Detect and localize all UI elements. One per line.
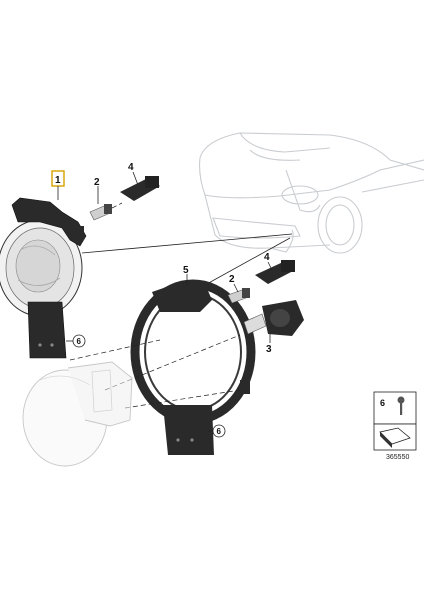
callout-4-upper[interactable]: 4: [128, 162, 134, 173]
callout-1[interactable]: 1: [55, 175, 61, 186]
callout-3[interactable]: 3: [266, 344, 272, 355]
svg-text:6: 6: [217, 427, 222, 436]
car-front-outline: [199, 132, 424, 254]
legend-box: 6: [373, 391, 417, 451]
callout-2-lower[interactable]: 2: [229, 274, 235, 285]
callout-4-lower[interactable]: 4: [264, 252, 270, 263]
fog-lamp-part-1: [0, 197, 87, 359]
bulb-part-2-upper: [89, 204, 112, 221]
callout-6-circled-upper[interactable]: 6: [72, 334, 86, 348]
fog-lamp-faded: [22, 361, 133, 467]
callout-2-upper[interactable]: 2: [94, 177, 100, 188]
svg-text:6: 6: [77, 337, 82, 346]
callout-6-circled-lower[interactable]: 6: [212, 424, 226, 438]
bulb-part-2-lower: [227, 288, 250, 304]
location-leader-line-2: [204, 237, 291, 286]
callout-5[interactable]: 5: [183, 265, 189, 276]
screw-icon: [397, 396, 405, 415]
bracket-part-5: [130, 279, 256, 455]
diagram-id: 365550: [386, 454, 409, 461]
connector-part-4-lower: [255, 260, 295, 284]
assembly-line-c: [124, 389, 241, 409]
part-shape-icon: [379, 427, 411, 448]
connector-part-4-upper: [120, 176, 160, 201]
assembly-line-a: [69, 339, 161, 361]
legend-number: 6: [380, 398, 385, 408]
bulb-socket-part-3: [243, 300, 304, 336]
location-leader-line: [81, 233, 293, 254]
